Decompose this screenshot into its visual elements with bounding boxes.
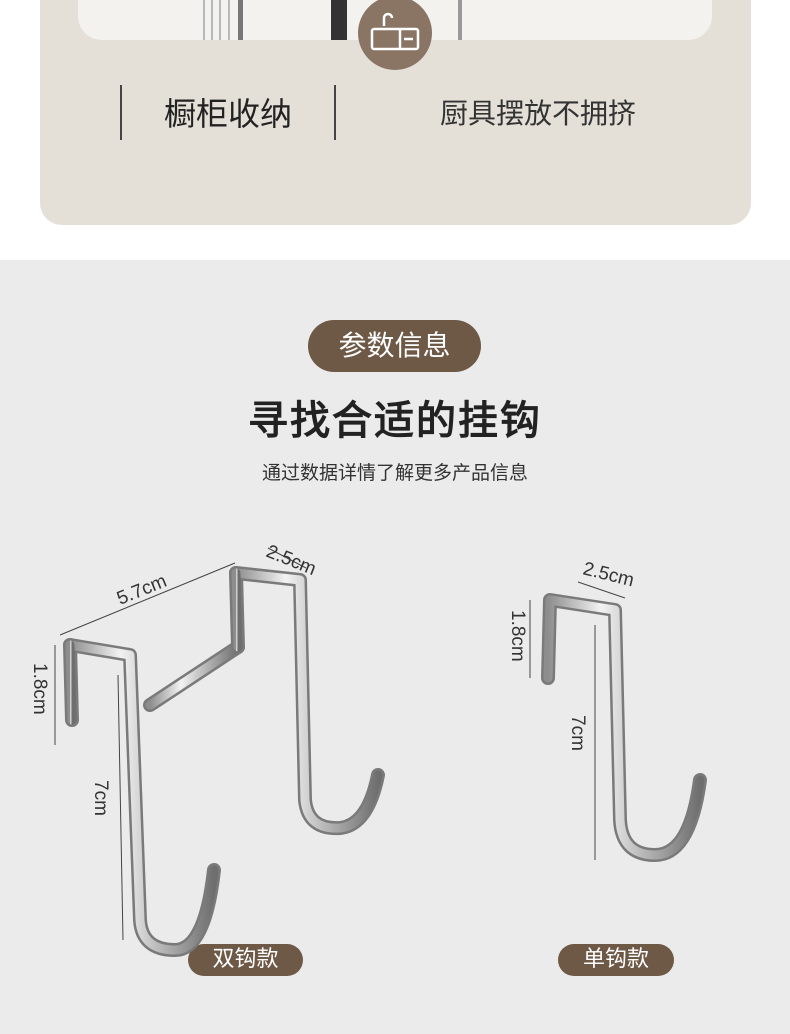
feature-no-crowding: 厨具摆放不拥挤 <box>439 97 636 130</box>
section-subtitle: 通过数据详情了解更多产品信息 <box>261 462 528 484</box>
sink-badge <box>358 0 432 70</box>
params-section: 参数信息 寻找合适的挂钩 通过数据详情了解更多产品信息 双钩款 单钩款 <box>0 260 790 1034</box>
section-title: 寻找合适的挂钩 <box>248 398 542 444</box>
double-hook-label: 双钩款 <box>188 944 303 976</box>
double-hook-width-dim: 5.7cm <box>114 571 170 610</box>
single-hook-image <box>541 593 707 862</box>
single-hook-depth-dim: 2.5cm <box>581 558 636 591</box>
double-hook-image <box>63 566 385 957</box>
hook-illustrations: 5.7cm 2.5cm 1.8cm 7cm 2.5cm 1.8cm 7cm <box>29 541 707 957</box>
sink-icon <box>370 12 420 51</box>
params-tag: 参数信息 <box>308 320 481 372</box>
single-hook-dimension-lines <box>529 581 626 860</box>
divider-left <box>120 85 122 140</box>
divider-middle <box>334 85 336 140</box>
single-hook-drop-dim: 1.8cm <box>507 610 528 662</box>
double-hook-length-dim: 7cm <box>90 780 111 816</box>
double-hook-drop-dim: 1.8cm <box>29 663 50 715</box>
double-hook-dimension-lines <box>54 547 307 941</box>
feature-cabinet-storage: 橱柜收纳 <box>163 95 292 133</box>
single-hook-length-dim: 7cm <box>567 715 588 751</box>
single-hook-label: 单钩款 <box>558 944 674 976</box>
